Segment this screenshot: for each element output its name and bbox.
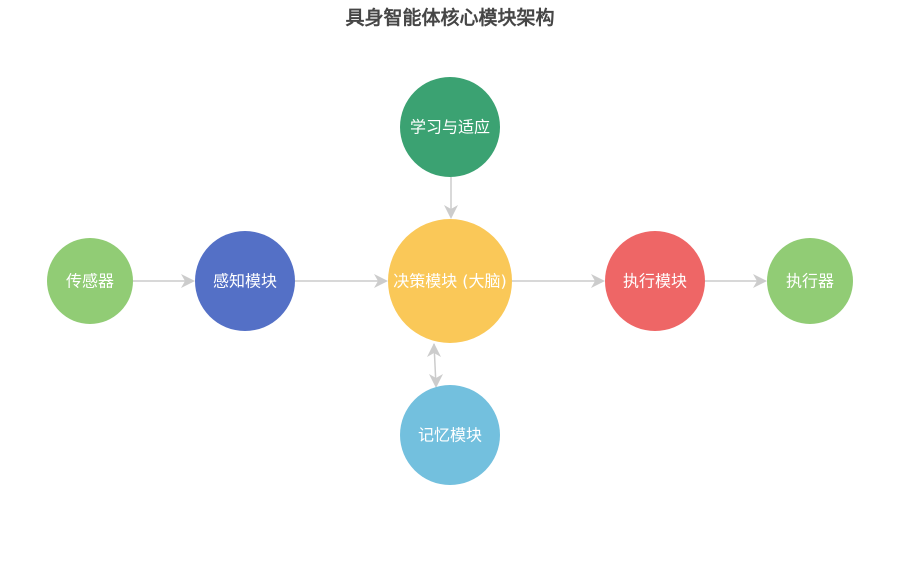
node-actuator[interactable]: 执行器 [767,238,853,324]
node-circle-memory[interactable] [400,385,500,485]
arrowhead-into-decision-from-learning [444,205,458,219]
node-decision[interactable]: 决策模块 (大脑) [388,219,512,343]
node-label-learning: 学习与适应 [410,118,490,137]
arrowhead-into-decision [374,274,388,288]
node-circle-decision[interactable] [388,219,512,343]
node-memory[interactable]: 记忆模块 [400,385,500,485]
node-circle-learning[interactable] [400,77,500,177]
node-circle-perception[interactable] [195,231,295,331]
node-sensor[interactable]: 传感器 [47,238,133,324]
node-circle-sensor[interactable] [47,238,133,324]
diagram-title: 具身智能体核心模块架构 [345,7,555,29]
arrowhead-into-memory [429,374,443,388]
node-label-execution: 执行模块 [623,272,687,291]
node-execution[interactable]: 执行模块 [605,231,705,331]
node-label-decision: 决策模块 (大脑) [393,272,507,291]
node-perception[interactable]: 感知模块 [195,231,295,331]
node-circle-actuator[interactable] [767,238,853,324]
node-label-memory: 记忆模块 [418,426,482,445]
arrowhead-into-perception [181,274,195,288]
arrowhead-into-execution [591,274,605,288]
arrowhead-into-decision-from-memory [427,343,441,357]
node-circle-execution[interactable] [605,231,705,331]
node-learning[interactable]: 学习与适应 [400,77,500,177]
node-label-sensor: 传感器 [66,272,114,291]
node-label-perception: 感知模块 [213,272,277,291]
edges-layer [133,177,767,388]
node-label-actuator: 执行器 [786,272,834,291]
arrowhead-into-actuator [753,274,767,288]
